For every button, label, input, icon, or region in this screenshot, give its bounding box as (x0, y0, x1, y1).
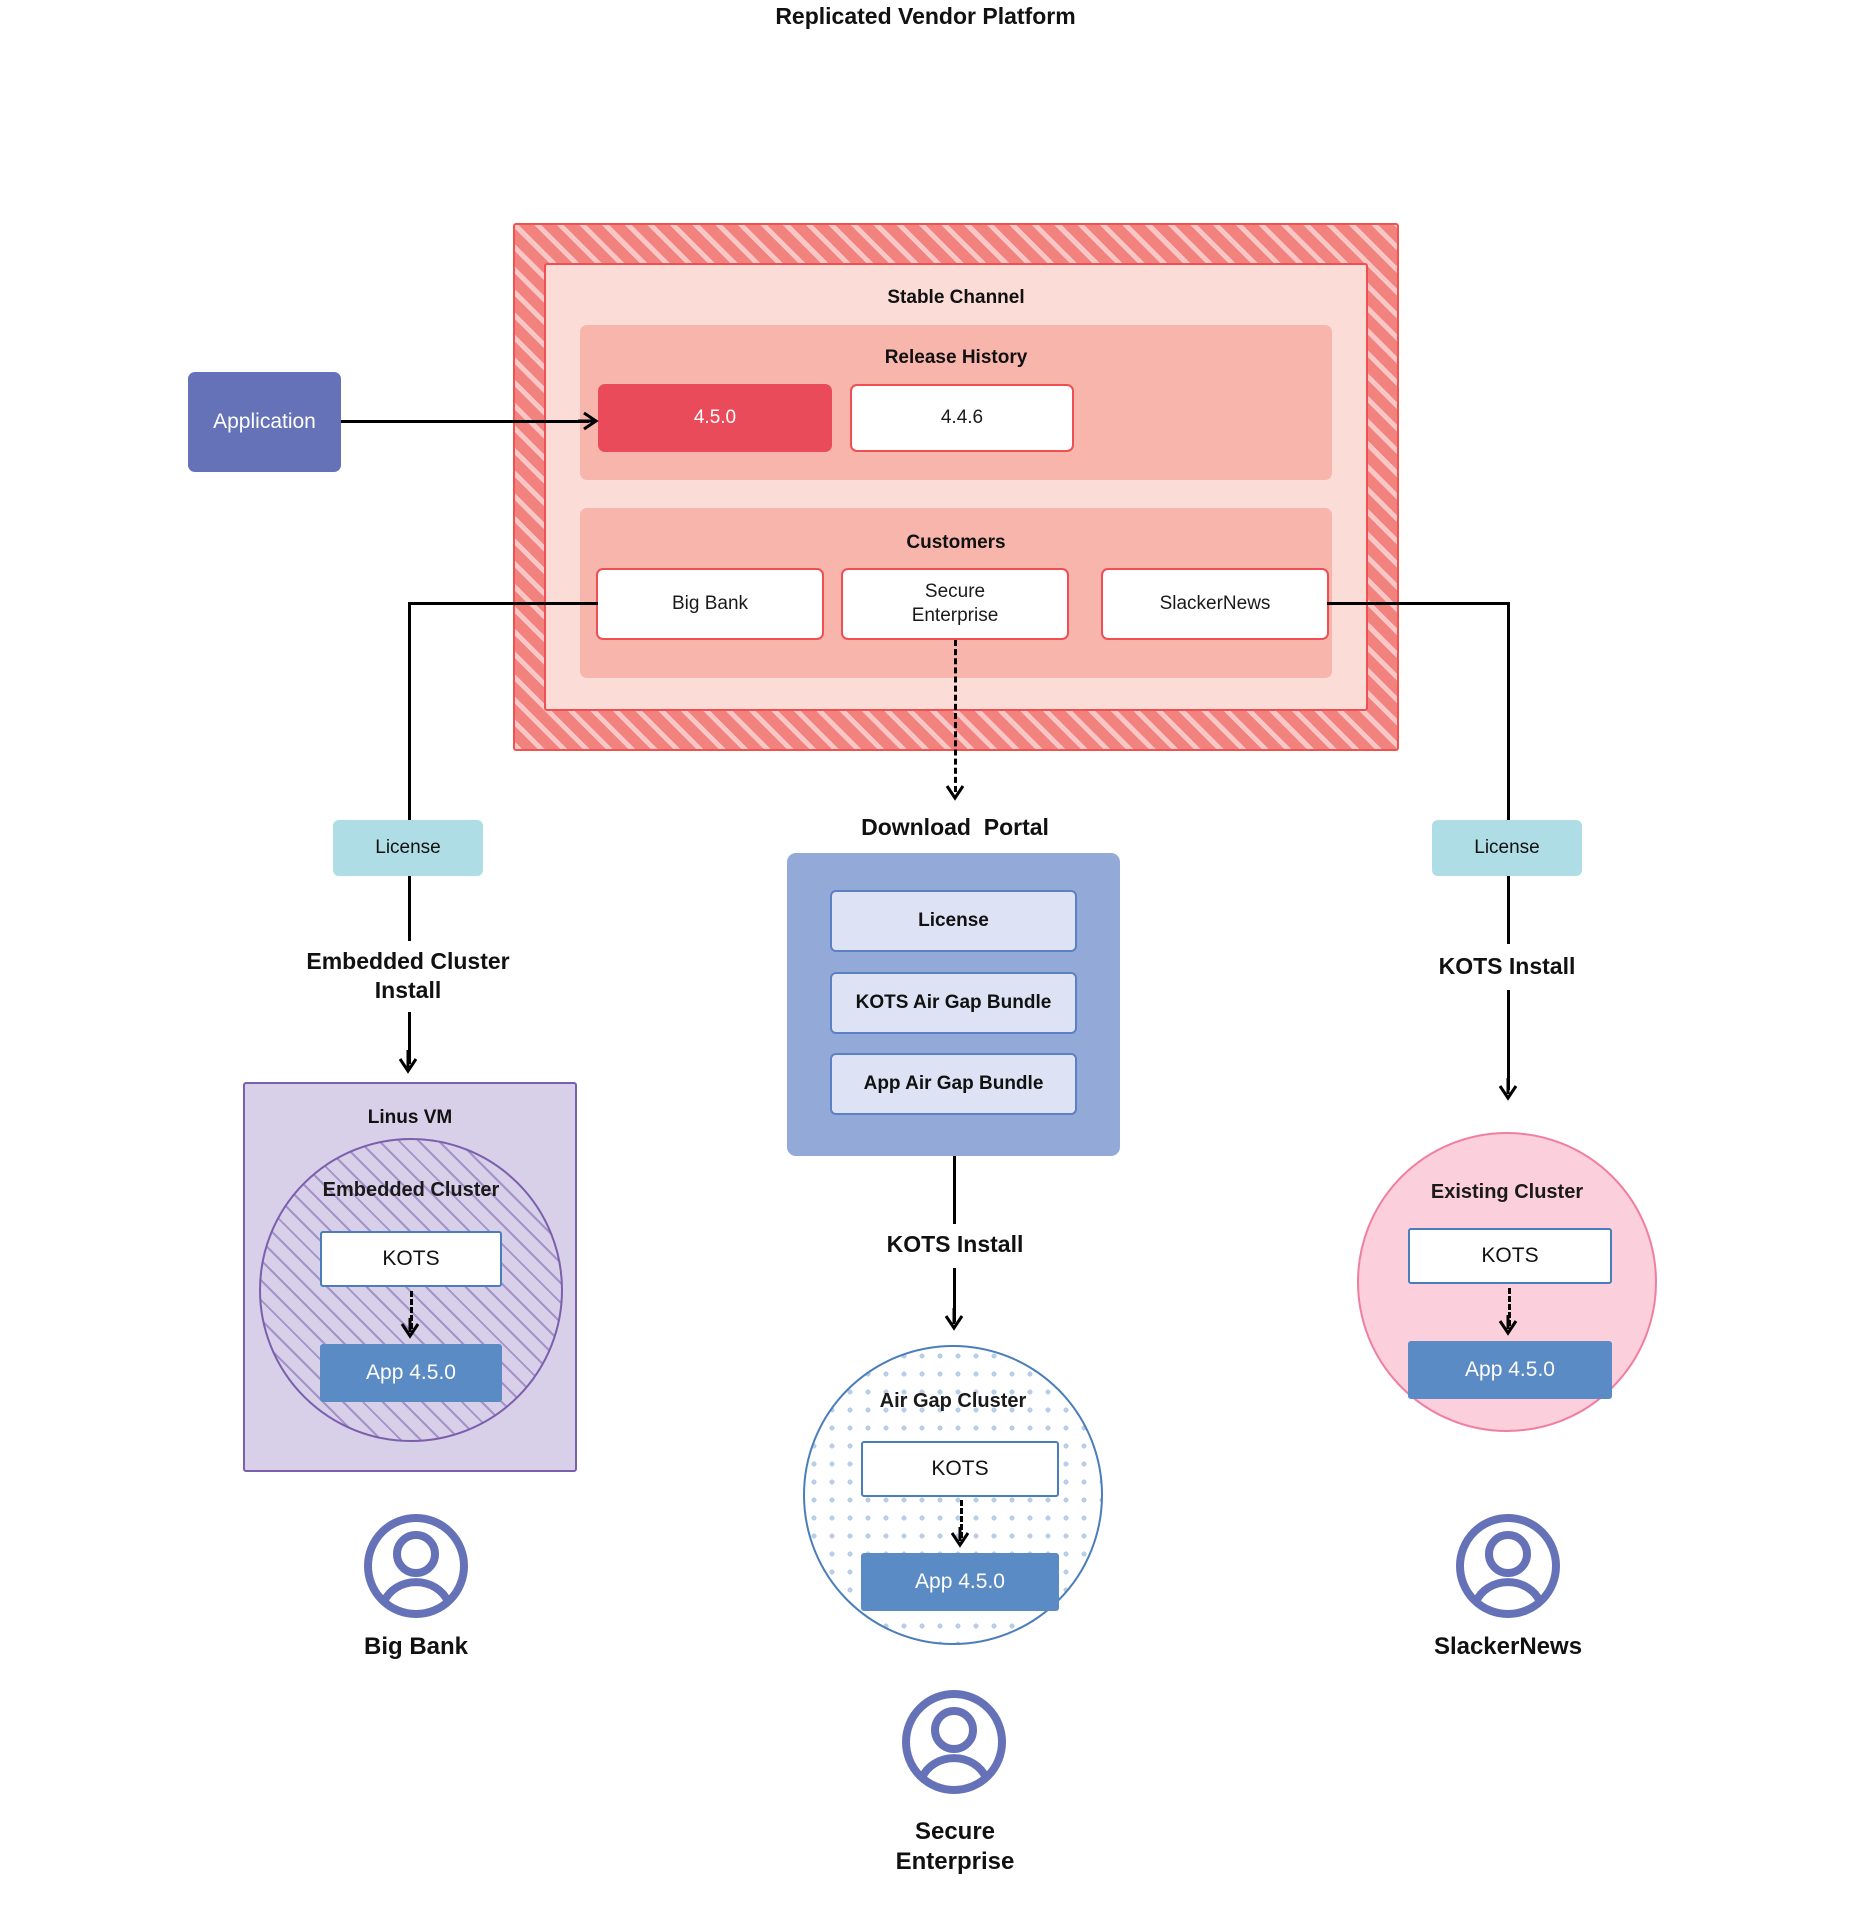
connector-license-left-down (408, 876, 411, 941)
kots-box-existing[interactable]: KOTS (1408, 1228, 1612, 1284)
portal-item-label: App Air Gap Bundle (863, 1073, 1044, 1094)
connector-install-center-down (953, 1268, 956, 1322)
app-version-box-existing[interactable]: App 4.5.0 (1408, 1341, 1612, 1399)
app-version-label: App 4.5.0 (1465, 1358, 1555, 1381)
connector-kots-to-app-existing (1508, 1288, 1511, 1326)
kots-label: KOTS (1481, 1244, 1539, 1267)
customer-card-secure-enterprise[interactable]: Secure Enterprise (841, 568, 1069, 640)
portal-item-app-airgap-bundle[interactable]: App Air Gap Bundle (830, 1053, 1077, 1115)
customer-label-big-bank: Big Bank (363, 1633, 468, 1660)
release-version: 4.5.0 (693, 407, 737, 429)
application-box[interactable]: Application (188, 372, 341, 472)
kots-box-embedded[interactable]: KOTS (320, 1231, 502, 1287)
customer-card-big-bank[interactable]: Big Bank (596, 568, 824, 640)
release-chip-previous[interactable]: 4.4.6 (850, 384, 1074, 452)
embedded-cluster-install-label: Embedded Cluster Install (306, 948, 510, 1003)
app-version-box-embedded[interactable]: App 4.5.0 (320, 1344, 502, 1402)
application-label: Application (213, 410, 316, 433)
customer-name: Secure Enterprise (911, 581, 999, 626)
customer-name: Big Bank (671, 593, 749, 615)
connector-application-to-release (341, 420, 589, 423)
license-label: License (1474, 837, 1540, 858)
kots-install-label-right: KOTS Install (1438, 952, 1576, 979)
arrow-to-airgap-cluster (944, 1308, 964, 1331)
release-history-label: Release History (884, 347, 1028, 368)
customer-name: SlackerNews (1159, 593, 1271, 615)
customer-label-secure-enterprise: Secure Enterprise (895, 1818, 1015, 1875)
portal-item-license[interactable]: License (830, 890, 1077, 952)
kots-label: KOTS (382, 1247, 440, 1270)
connector-kots-to-app-embedded (410, 1291, 413, 1329)
diagram-title: Replicated Vendor Platform (775, 2, 1076, 29)
customers-label: Customers (906, 532, 1006, 553)
portal-item-label: KOTS Air Gap Bundle (855, 992, 1052, 1013)
arrow-kots-to-app-embedded (400, 1318, 420, 1339)
arrow-to-existing-cluster (1498, 1078, 1518, 1101)
connector-install-left-down (408, 1012, 411, 1064)
arrow-to-download-portal (945, 785, 965, 801)
avatar-secure-enterprise (902, 1690, 1006, 1794)
connector-portal-down (953, 1156, 956, 1224)
arrow-kots-to-app-airgap (950, 1527, 970, 1548)
connector-slackernews-down (1507, 602, 1510, 820)
stable-channel-label: Stable Channel (887, 287, 1025, 308)
license-box-left[interactable]: License (333, 820, 483, 876)
download-portal-title: Download Portal (861, 813, 1049, 840)
existing-cluster-label: Existing Cluster (1430, 1180, 1584, 1203)
arrow-kots-to-app-existing (1498, 1315, 1518, 1336)
connector-bigbank-down (408, 602, 411, 820)
app-version-label: App 4.5.0 (915, 1570, 1005, 1593)
portal-item-label: License (918, 910, 989, 931)
app-version-box-airgap[interactable]: App 4.5.0 (861, 1553, 1059, 1611)
connector-license-right-down (1507, 876, 1510, 944)
customer-card-slackernews[interactable]: SlackerNews (1101, 568, 1329, 640)
license-label: License (375, 837, 441, 858)
license-box-right[interactable]: License (1432, 820, 1582, 876)
avatar-slackernews (1456, 1514, 1560, 1618)
release-chip-current[interactable]: 4.5.0 (598, 384, 832, 452)
connector-kots-to-app-airgap (960, 1500, 963, 1538)
connector-slackernews-right (1327, 602, 1510, 605)
release-version: 4.4.6 (940, 407, 984, 429)
kots-label: KOTS (931, 1457, 989, 1480)
kots-box-airgap[interactable]: KOTS (861, 1441, 1059, 1497)
arrow-to-linux-vm (398, 1050, 418, 1074)
connector-secure-enterprise-down (954, 640, 957, 792)
connector-install-right-down (1507, 990, 1510, 1090)
app-version-label: App 4.5.0 (366, 1361, 456, 1384)
connector-bigbank-left (408, 602, 598, 605)
avatar-big-bank (364, 1514, 468, 1618)
airgap-cluster-label: Air Gap Cluster (879, 1389, 1027, 1412)
kots-install-label-center: KOTS Install (886, 1230, 1024, 1257)
linux-vm-label: Linus VM (367, 1107, 453, 1128)
embedded-cluster-label: Embedded Cluster (322, 1178, 500, 1201)
customer-label-slackernews: SlackerNews (1433, 1633, 1583, 1660)
portal-item-kots-airgap-bundle[interactable]: KOTS Air Gap Bundle (830, 972, 1077, 1034)
arrow-application-to-release (578, 411, 599, 431)
